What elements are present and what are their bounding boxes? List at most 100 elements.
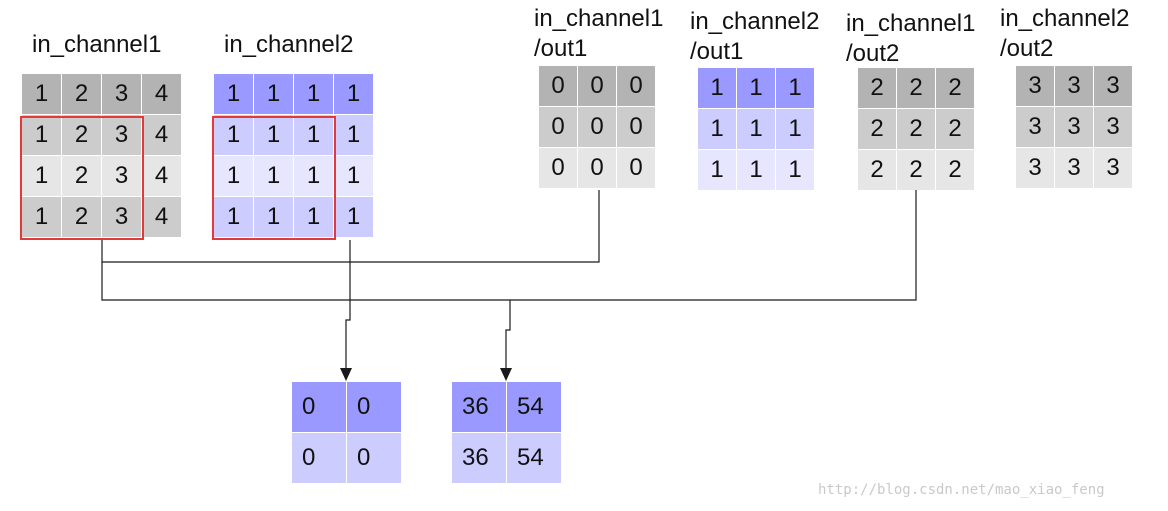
kernel-c2-out2-cell-r0-c1: 3 (1055, 66, 1094, 107)
kernel-c1-out2-cell-r2-c2: 2 (936, 150, 975, 191)
output1-cell-r0-c0: 0 (292, 382, 347, 433)
output1-cell-r0-c1: 0 (347, 382, 402, 433)
in-channel1-cell-r2-c0: 1 (22, 156, 62, 197)
kernel-c2-out1-cell-r2-c1: 1 (737, 150, 776, 191)
in-channel1-cell-r0-c2: 3 (102, 74, 142, 115)
kernel-c2-out2-label-line2: /out2 (1000, 35, 1054, 62)
kernel-c1-out2-cell-r1-c1: 2 (897, 109, 936, 150)
output2-cell-r1-c1: 54 (507, 433, 562, 484)
kernel-c1-out2-label-line2: /out2 (846, 40, 900, 67)
in-channel2-cell-r2-c3: 1 (334, 156, 374, 197)
in-channel1-cell-r1-c1: 2 (62, 115, 102, 156)
in-channel1-cell-r2-c1: 2 (62, 156, 102, 197)
kernel-c1-out2-label-line1: in_channel1 (846, 10, 976, 37)
kernel-c1-out1-cell-r2-c2: 0 (617, 148, 656, 189)
in-channel1-label: in_channel1 (32, 31, 162, 58)
kernel-c2-out1-cell-r1-c0: 1 (698, 109, 737, 150)
kernel-c1-out1-cell-r2-c1: 0 (578, 148, 617, 189)
output1-cell-r1-c1: 0 (347, 433, 402, 484)
kernel-c1-out2-cell-r0-c0: 2 (858, 68, 897, 109)
kernel-c1-out1-cell-r0-c1: 0 (578, 66, 617, 107)
kernel-c1-out1-cell-r1-c0: 0 (539, 107, 578, 148)
in-channel2-cell-r0-c2: 1 (294, 74, 334, 115)
in-channel1-cell-r3-c3: 4 (142, 197, 182, 238)
in-channel1-cell-r0-c3: 4 (142, 74, 182, 115)
in-channel1-cell-r1-c0: 1 (22, 115, 62, 156)
in-channel1-cell-r2-c3: 4 (142, 156, 182, 197)
wire-to-output2 (505, 300, 511, 368)
kernel-c1-out2-cell-r1-c0: 2 (858, 109, 897, 150)
kernel-c2-out2-cell-r1-c0: 3 (1016, 107, 1055, 148)
in-channel1-cell-r2-c2: 3 (102, 156, 142, 197)
in-channel2-cell-r3-c1: 1 (254, 197, 294, 238)
kernel-c2-out2-cell-r2-c2: 3 (1094, 148, 1133, 189)
kernel-c1-out1-cell-r2-c0: 0 (539, 148, 578, 189)
kernel-c1-out2-cell-r0-c2: 2 (936, 68, 975, 109)
in-channel2-cell-r2-c1: 1 (254, 156, 294, 197)
kernel-c1-out1-cell-r0-c0: 0 (539, 66, 578, 107)
output2-cell-r0-c1: 54 (507, 382, 562, 433)
wire-out2-bus (101, 190, 917, 301)
kernel-c2-out1-label-line1: in_channel2 (690, 8, 820, 35)
kernel-c2-out1-cell-r0-c1: 1 (737, 68, 776, 109)
in-channel2-cell-r1-c0: 1 (214, 115, 254, 156)
kernel-c2-out2-label-line1: in_channel2 (1000, 5, 1130, 32)
in-channel1-cell-r3-c1: 2 (62, 197, 102, 238)
kernel-c2-out1-cell-r1-c1: 1 (737, 109, 776, 150)
in-channel2-label: in_channel2 (224, 31, 354, 58)
in-channel2-cell-r1-c2: 1 (294, 115, 334, 156)
kernel-c2-out2-cell-r1-c1: 3 (1055, 107, 1094, 148)
kernel-c1-out1-cell-r0-c2: 0 (617, 66, 656, 107)
kernel-c1-out1-cell-r1-c1: 0 (578, 107, 617, 148)
kernel-c2-out1-cell-r0-c2: 1 (776, 68, 815, 109)
kernel-c1-out2-cell-r0-c1: 2 (897, 68, 936, 109)
in-channel2-cell-r1-c3: 1 (334, 115, 374, 156)
in-channel1-cell-r1-c3: 4 (142, 115, 182, 156)
output2-cell-r1-c0: 36 (452, 433, 507, 484)
in-channel2-cell-r0-c1: 1 (254, 74, 294, 115)
kernel-c2-out2-cell-r2-c0: 3 (1016, 148, 1055, 189)
kernel-c2-out1-label-line2: /out1 (690, 38, 744, 65)
in-channel1-cell-r1-c2: 3 (102, 115, 142, 156)
kernel-c2-out2-cell-r1-c2: 3 (1094, 107, 1133, 148)
in-channel1-cell-r0-c1: 2 (62, 74, 102, 115)
kernel-c2-out1-cell-r1-c2: 1 (776, 109, 815, 150)
in-channel2-cell-r1-c1: 1 (254, 115, 294, 156)
kernel-c2-out2-cell-r0-c2: 3 (1094, 66, 1133, 107)
output2-cell-r0-c0: 36 (452, 382, 507, 433)
kernel-c1-out1-label-line1: in_channel1 (534, 5, 664, 32)
wire-to-output1 (345, 262, 351, 368)
watermark: http://blog.csdn.net/mao_xiao_feng (818, 482, 1105, 498)
in-channel1-cell-r3-c0: 1 (22, 197, 62, 238)
kernel-c2-out1-cell-r0-c0: 1 (698, 68, 737, 109)
kernel-c2-out1-cell-r2-c0: 1 (698, 150, 737, 191)
kernel-c1-out2-cell-r2-c0: 2 (858, 150, 897, 191)
kernel-c2-out2-cell-r2-c1: 3 (1055, 148, 1094, 189)
kernel-c2-out1-cell-r2-c2: 1 (776, 150, 815, 191)
in-channel2-cell-r0-c0: 1 (214, 74, 254, 115)
in-channel2-cell-r2-c2: 1 (294, 156, 334, 197)
kernel-c2-out2-cell-r0-c0: 3 (1016, 66, 1055, 107)
in-channel2-cell-r3-c2: 1 (294, 197, 334, 238)
output1-cell-r1-c0: 0 (292, 433, 347, 484)
arrow-head-output2 (500, 368, 512, 381)
kernel-c1-out1-label-line2: /out1 (534, 35, 588, 62)
kernel-c1-out1-cell-r1-c2: 0 (617, 107, 656, 148)
kernel-c1-out2-cell-r1-c2: 2 (936, 109, 975, 150)
in-channel2-cell-r0-c3: 1 (334, 74, 374, 115)
arrow-head-output1 (340, 368, 352, 381)
in-channel2-cell-r3-c3: 1 (334, 197, 374, 238)
in-channel2-cell-r3-c0: 1 (214, 197, 254, 238)
in-channel2-cell-r2-c0: 1 (214, 156, 254, 197)
in-channel1-cell-r0-c0: 1 (22, 74, 62, 115)
in-channel1-cell-r3-c2: 3 (102, 197, 142, 238)
